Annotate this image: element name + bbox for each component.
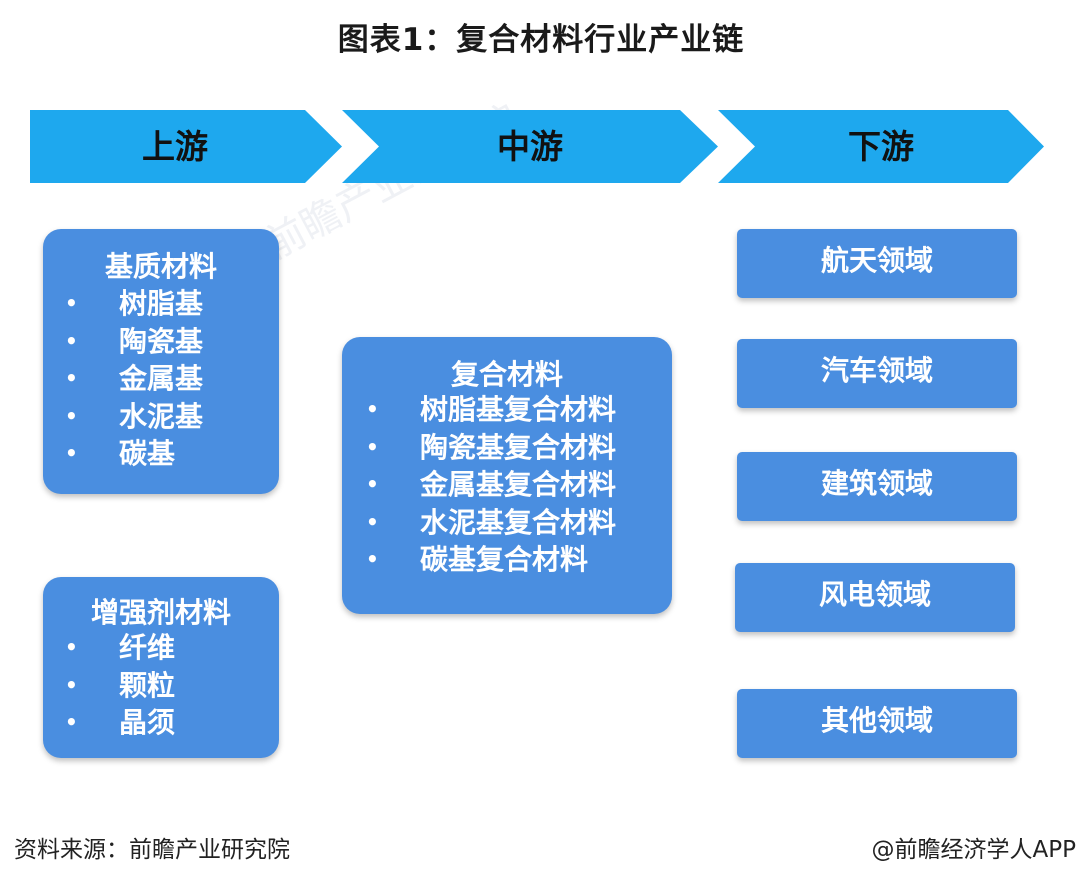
downstream-wind-power-box: 风电领域	[735, 563, 1015, 632]
list-item: • 颗粒	[43, 667, 279, 705]
bullet-icon: •	[65, 366, 78, 390]
upstream-matrix-box: 基质材料 • 树脂基 • 陶瓷基 • 金属基 • 水泥基 • 碳基	[43, 229, 279, 494]
list-item: • 陶瓷基	[43, 323, 279, 361]
list-item: • 碳基复合材料	[342, 541, 672, 579]
bullet-icon: •	[366, 397, 379, 421]
bullet-icon: •	[65, 441, 78, 465]
stage-upstream-arrow: 上游	[30, 110, 342, 183]
list-item-label: 碳基复合材料	[420, 543, 589, 576]
bullet-icon: •	[366, 509, 379, 534]
list-item-label: 陶瓷基复合材料	[420, 430, 617, 464]
chart-title: 图表1：复合材料行业产业链	[337, 22, 745, 58]
bullet-icon: •	[65, 635, 78, 659]
composite-list: • 树脂基复合材料 • 陶瓷基复合材料 • 金属基复合材料 • 水泥基复合材料 • 碳基复…	[342, 391, 672, 579]
reinforcement-heading: 增强剂材料	[90, 596, 231, 629]
list-item: • 水泥基	[43, 398, 279, 436]
upstream-reinforcement-box: 增强剂材料 • 纤维 • 颗粒 • 晶须	[43, 577, 279, 758]
list-item: • 树脂基复合材料	[342, 391, 672, 429]
matrix-heading: 基质材料	[104, 250, 217, 283]
list-item-label: 水泥基复合材料	[420, 505, 617, 539]
downstream-automotive-box: 汽车领域	[737, 339, 1017, 408]
list-item: • 树脂基	[43, 285, 279, 323]
downstream-aerospace-box: 航天领域	[737, 229, 1017, 298]
list-item-label: 树脂基复合材料	[420, 393, 617, 426]
arrow-shape	[30, 110, 342, 183]
list-item-label: 水泥基	[119, 399, 204, 433]
stage-downstream-arrow: 下游	[718, 110, 1044, 183]
list-item: • 金属基复合材料	[342, 466, 672, 504]
list-item: • 金属基	[43, 360, 279, 398]
stage-midstream-arrow: 中游	[342, 110, 718, 183]
list-item: • 晶须	[43, 704, 279, 742]
list-item-label: 纤维	[119, 631, 176, 664]
list-item: • 碳基	[43, 435, 279, 473]
composite-heading: 复合材料	[450, 358, 563, 391]
list-item: • 陶瓷基复合材料	[342, 429, 672, 467]
arrow-shape	[342, 110, 718, 183]
source-note: 资料来源：前瞻产业研究院	[14, 837, 290, 863]
downstream-construction-box: 建筑领域	[737, 452, 1017, 521]
bullet-icon: •	[65, 291, 78, 315]
stage-downstream-label: 下游	[848, 127, 914, 166]
list-item-label: 陶瓷基	[119, 324, 204, 358]
bullet-icon: •	[366, 547, 379, 571]
bullet-icon: •	[65, 710, 78, 734]
bullet-icon: •	[366, 434, 379, 459]
bullet-icon: •	[65, 328, 78, 353]
list-item-label: 晶须	[119, 706, 176, 739]
list-item-label: 金属基复合材料	[420, 468, 617, 501]
list-item-label: 金属基	[119, 362, 204, 395]
reinforcement-list: • 纤维 • 颗粒 • 晶须	[43, 629, 279, 742]
bullet-icon: •	[366, 472, 379, 496]
downstream-other-box: 其他领域	[737, 689, 1017, 758]
bullet-icon: •	[65, 403, 78, 428]
list-item: • 纤维	[43, 629, 279, 667]
bullet-icon: •	[65, 672, 78, 697]
list-item-label: 颗粒	[119, 668, 176, 702]
stage-midstream-label: 中游	[497, 127, 563, 166]
arrow-shape	[718, 110, 1044, 183]
list-item-label: 碳基	[119, 437, 176, 470]
list-item-label: 树脂基	[119, 287, 204, 320]
midstream-composite-box: 复合材料 • 树脂基复合材料 • 陶瓷基复合材料 • 金属基复合材料 • 水泥基复合材料…	[342, 337, 672, 614]
brand-credit: @前瞻经济学人APP	[871, 837, 1076, 863]
matrix-list: • 树脂基 • 陶瓷基 • 金属基 • 水泥基 • 碳基	[43, 285, 279, 473]
stage-upstream-label: 上游	[142, 127, 208, 166]
list-item: • 水泥基复合材料	[342, 504, 672, 542]
